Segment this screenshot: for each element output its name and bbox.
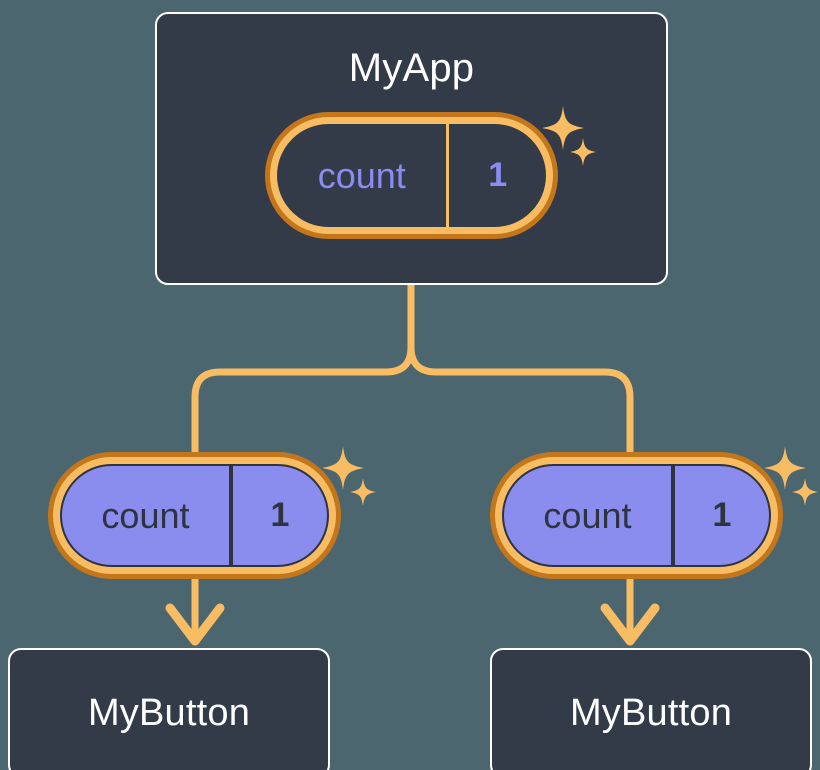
state-value-label: 1 (228, 466, 327, 565)
state-value-label: 1 (670, 466, 769, 565)
myapp-state-pill[interactable]: count 1 (265, 112, 558, 239)
state-value-label: 1 (446, 124, 546, 227)
state-key-label: count (543, 494, 632, 536)
pill-inner-ring: count 1 (53, 457, 336, 574)
state-key-label: count (317, 154, 406, 196)
arrow-right-head (600, 603, 660, 646)
myapp-title: MyApp (348, 46, 475, 90)
branch-left-path (191, 281, 415, 456)
mybutton-node-card-left[interactable]: MyButton (8, 648, 330, 770)
child-state-pill-right[interactable]: count 1 (490, 452, 783, 579)
pill-inner-ring: count 1 (495, 457, 778, 574)
mybutton-title: MyButton (569, 691, 733, 734)
arrow-left-head (165, 603, 225, 646)
pill-body: count 1 (502, 464, 771, 567)
mybutton-node-card-right[interactable]: MyButton (490, 648, 812, 770)
pill-body: count 1 (277, 124, 546, 227)
pill-body: count 1 (60, 464, 329, 567)
state-key-label: count (101, 494, 190, 536)
branch-right-path (407, 281, 634, 456)
pill-inner-ring: count 1 (270, 117, 553, 234)
child-state-pill-left[interactable]: count 1 (48, 452, 341, 579)
mybutton-title: MyButton (87, 691, 251, 734)
